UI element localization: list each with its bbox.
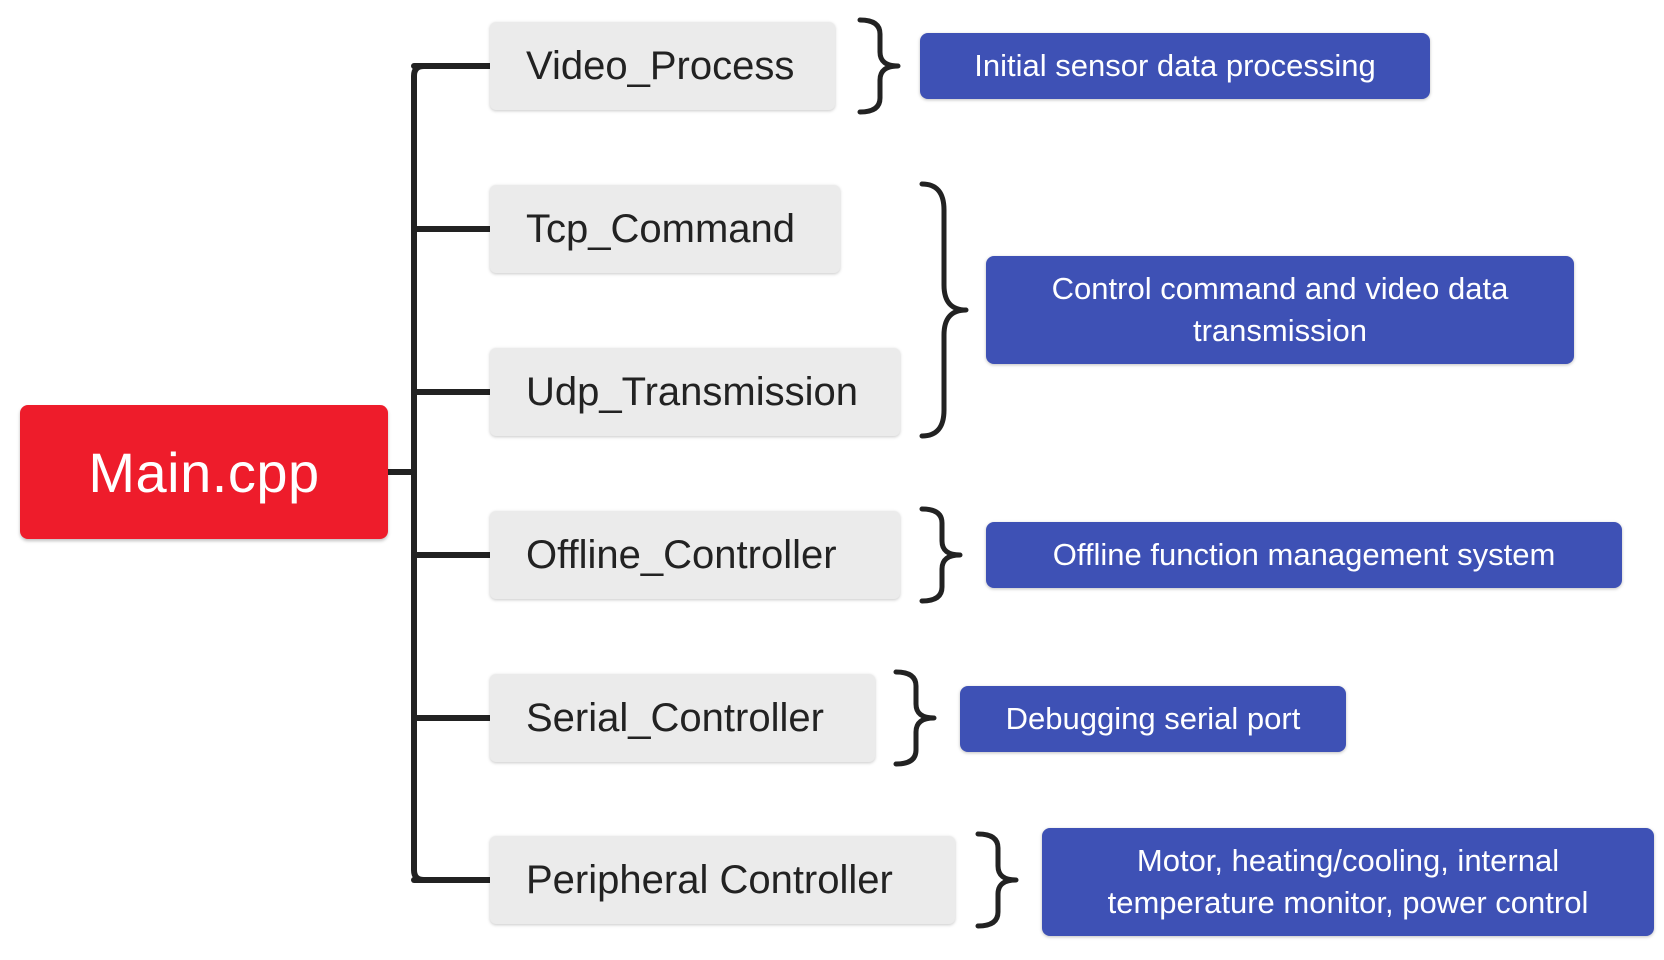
tree-trunk: [411, 63, 427, 883]
description-offline-management: Offline function management system: [986, 522, 1622, 588]
module-label: Serial_Controller: [526, 695, 824, 740]
description-sensor-processing: Initial sensor data processing: [920, 33, 1430, 99]
module-label: Udp_Transmission: [526, 369, 858, 414]
module-label: Video_Process: [526, 43, 795, 88]
module-offline-controller: Offline_Controller: [490, 511, 900, 599]
module-video-process: Video_Process: [490, 22, 835, 110]
description-command-transmission: Control command and video data transmiss…: [986, 256, 1574, 364]
description-label: Offline function management system: [1052, 537, 1556, 572]
brace-peripheral-controller: [975, 831, 1019, 929]
description-debug-serial: Debugging serial port: [960, 686, 1346, 752]
root-node: Main.cpp: [20, 405, 388, 539]
module-label: Tcp_Command: [526, 206, 796, 251]
description-peripheral-functions: Motor, heating/cooling, internal tempera…: [1042, 828, 1654, 936]
description-label: Control command and video data transmiss…: [1051, 271, 1509, 348]
module-label: Peripheral Controller: [526, 857, 893, 902]
description-label: Initial sensor data processing: [974, 48, 1376, 83]
root-label: Main.cpp: [88, 440, 320, 504]
brace-video-process: [857, 17, 901, 115]
description-label: Motor, heating/cooling, internal tempera…: [1107, 843, 1589, 920]
brace-offline-controller: [919, 506, 963, 604]
module-label: Offline_Controller: [526, 532, 837, 577]
module-serial-controller: Serial_Controller: [490, 674, 875, 762]
brace-serial-controller: [893, 669, 937, 767]
description-label: Debugging serial port: [1005, 701, 1301, 736]
brace-tcp-udp: [919, 181, 969, 439]
module-peripheral-controller: Peripheral Controller: [490, 836, 955, 924]
module-udp-transmission: Udp_Transmission: [490, 348, 900, 436]
module-tcp-command: Tcp_Command: [490, 185, 840, 273]
